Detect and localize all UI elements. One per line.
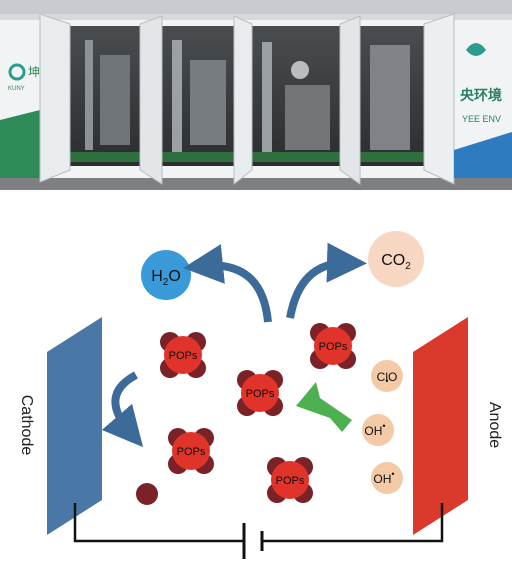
logo-leaf-icon	[466, 43, 486, 56]
door-5	[423, 13, 455, 185]
right-panel: 央环境 YEE ENV	[454, 43, 512, 178]
arrow-to-h2o	[183, 244, 272, 323]
logo-text-left: 坤	[28, 64, 40, 79]
anode-plate	[413, 317, 468, 535]
h2o-label: H2O	[151, 268, 181, 288]
container-photo: 坤 KUNY 央环境 YEE ENV	[0, 0, 512, 190]
door-2	[139, 15, 163, 185]
radical-clo: ClO •	[371, 360, 403, 392]
pops-label: POPs	[319, 341, 348, 353]
co2-bubble: CO2	[368, 231, 424, 287]
logo-subtext-left: KUNY	[8, 86, 25, 92]
door-4	[339, 15, 361, 185]
anode-label: Anode	[486, 402, 503, 448]
pops-molecule: POPs	[237, 370, 283, 416]
compartment-4	[360, 26, 424, 166]
logo-text-right: 央环境	[460, 87, 502, 103]
wire-left	[73, 503, 244, 543]
wire-right	[262, 503, 444, 543]
pops-label: POPs	[276, 475, 305, 487]
logo-icon	[8, 63, 26, 81]
pops-molecule: POPs	[310, 323, 356, 369]
left-panel: 坤 KUNY	[0, 63, 40, 178]
green-arrow	[296, 382, 352, 432]
radical-label: OH•	[373, 469, 394, 486]
electrochemical-diagram: Cathode Anode H2O CO2 POPs POPs POPs POP…	[18, 231, 503, 559]
cathode-plate	[47, 317, 102, 535]
fragment-dot	[136, 483, 158, 505]
h2o-bubble: H2O	[141, 250, 191, 300]
pops-label: POPs	[246, 388, 275, 400]
arrow-cathode-reduction	[101, 371, 144, 448]
door-3	[233, 15, 253, 186]
compartment-3	[252, 26, 340, 166]
radical-oh-2: OH•	[371, 462, 403, 494]
pops-label: POPs	[177, 446, 206, 458]
radical-label: ClO	[377, 370, 398, 384]
pops-molecule: POPs	[168, 428, 214, 474]
radical-oh-1: OH•	[362, 414, 394, 446]
compartment-1	[70, 26, 140, 166]
compartment-2	[162, 26, 234, 166]
door-1	[39, 13, 71, 183]
logo-subtext-right: YEE ENV	[462, 114, 501, 124]
pops-molecule: POPs	[267, 457, 313, 503]
radical-label: OH•	[364, 421, 385, 438]
cathode-label: Cathode	[18, 395, 35, 456]
radical-dot: •	[385, 376, 388, 386]
co2-label: CO2	[381, 252, 411, 272]
pops-label: POPs	[169, 350, 198, 362]
ground	[0, 176, 512, 190]
arrow-to-co2	[286, 242, 367, 319]
pops-molecule: POPs	[160, 332, 206, 378]
